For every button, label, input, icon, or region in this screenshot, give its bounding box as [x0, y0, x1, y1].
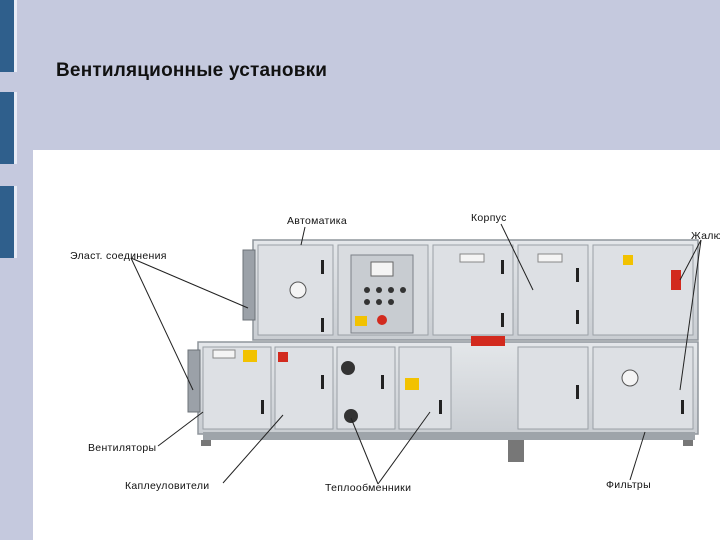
- callout-heat-exchangers: Теплообменники: [325, 482, 412, 494]
- accent-bar-top: [0, 0, 17, 72]
- lower-tier: [187, 336, 699, 462]
- callout-droplet-separators: Каплеуловители: [125, 480, 210, 492]
- upper-tier: [242, 239, 699, 410]
- callout-fans: Вентиляторы: [88, 442, 157, 454]
- callout-flex-connections: Эласт. соединения: [70, 250, 167, 262]
- accent-bar-bottom: [0, 186, 17, 258]
- callout-automation: Автоматика: [287, 215, 348, 227]
- ventilation-unit-illustration: [130, 223, 702, 485]
- callout-filters: Фильтры: [606, 479, 651, 491]
- callout-casing: Корпус: [471, 212, 507, 224]
- photo-panel: Автоматика Корпус Жалю Эласт. соединения…: [33, 150, 720, 540]
- callout-lines: [130, 223, 702, 485]
- slide-title: Вентиляционные установки: [56, 60, 328, 81]
- accent-bar-middle: [0, 92, 17, 164]
- callout-dampers: Жалю: [691, 230, 720, 242]
